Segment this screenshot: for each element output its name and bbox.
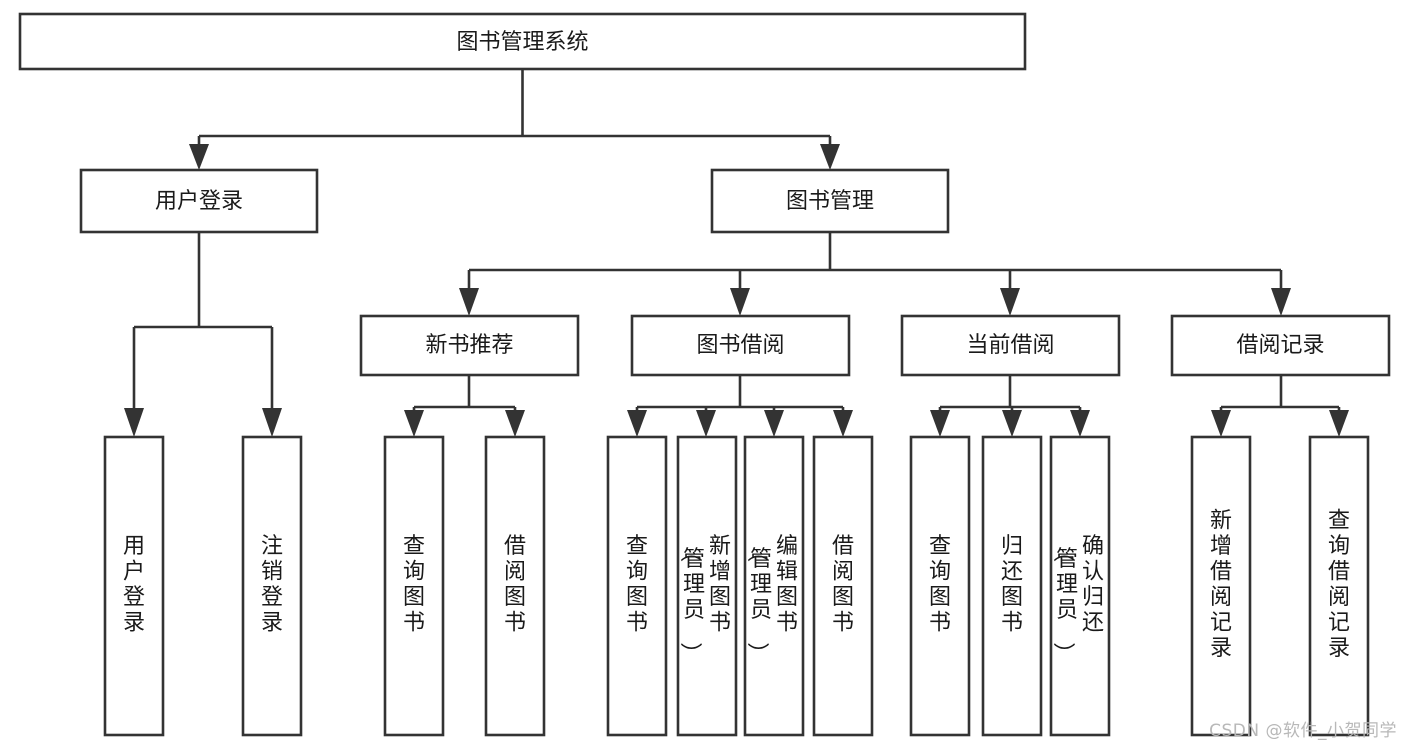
node-borrow-record[interactable]: 借阅记录 — [1170, 314, 1391, 377]
node-current-borrow[interactable]: 当前借阅 — [900, 314, 1121, 377]
leaf-leaf-edit-book-admin[interactable]: 编辑图书（管理员） — [743, 435, 805, 737]
leaf-logout-login-label-col-0: 注销登录 — [261, 534, 283, 636]
leaf-query-book-recommend-box[interactable] — [383, 435, 445, 737]
leaf-add-book-admin-label-col-0: 新增图书 — [709, 534, 731, 636]
leaf-leaf-borrow-book[interactable]: 借阅图书 — [812, 435, 874, 737]
leaf-leaf-add-book-admin[interactable]: 新增图书（管理员） — [676, 435, 738, 737]
leaf-add-borrow-record-label-col-0: 新增借阅记录 — [1210, 509, 1232, 662]
leaf-borrow-book-recommend-box[interactable] — [484, 435, 546, 737]
leaf-query-book-current-box[interactable] — [909, 435, 971, 737]
leaf-user-login-label-col-0: 用户登录 — [123, 534, 145, 636]
arrow-to-leaf-query-borrow-record — [1329, 410, 1349, 437]
new-book-recommend-label: 新书推荐 — [425, 333, 513, 358]
root-box[interactable] — [18, 12, 1027, 71]
leaf-leaf-confirm-return-admin[interactable]: 确认归还（管理员） — [1049, 435, 1111, 737]
leaf-user-login-box[interactable] — [103, 435, 165, 737]
book-management-label: 图书管理 — [786, 189, 874, 214]
arrow-to-book-management — [820, 144, 840, 170]
leaf-confirm-return-admin-box[interactable] — [1049, 435, 1111, 737]
book-borrow-box[interactable] — [630, 314, 851, 377]
arrow-to-leaf-add-book-admin — [696, 410, 716, 437]
arrow-to-leaf-borrow-book-recommend — [505, 410, 525, 437]
node-root[interactable]: 图书管理系统 — [18, 12, 1027, 71]
arrow-to-leaf-query-book-current — [930, 410, 950, 437]
connector-layer — [124, 69, 1349, 437]
node-new-book-recommend[interactable]: 新书推荐 — [359, 314, 580, 377]
leaf-edit-book-admin-label-col-1: （管理员） — [744, 540, 772, 664]
arrow-to-leaf-add-borrow-record — [1211, 410, 1231, 437]
book-management-box[interactable] — [710, 168, 950, 234]
leaf-edit-book-admin-label-col-0: 编辑图书 — [776, 534, 798, 636]
arrow-to-leaf-confirm-return-admin — [1070, 410, 1090, 437]
leaf-leaf-add-borrow-record[interactable]: 新增借阅记录 — [1190, 435, 1252, 737]
leaf-return-book-label-col-0: 归还图书 — [1001, 534, 1023, 636]
leaf-query-book-borrow-box[interactable] — [606, 435, 668, 737]
borrow-record-box[interactable] — [1170, 314, 1391, 377]
arrow-to-new-book-recommend — [459, 288, 479, 316]
leaf-logout-login-box[interactable] — [241, 435, 303, 737]
leaf-leaf-return-book[interactable]: 归还图书 — [981, 435, 1043, 737]
leaf-confirm-return-admin-label-col-0: 确认归还 — [1082, 534, 1104, 636]
leaf-leaf-query-borrow-record[interactable]: 查询借阅记录 — [1308, 435, 1370, 737]
new-book-recommend-box[interactable] — [359, 314, 580, 377]
arrow-to-borrow-record — [1271, 288, 1291, 316]
arrow-to-leaf-logout-login — [262, 408, 282, 437]
borrow-record-label: 借阅记录 — [1236, 333, 1324, 358]
arrow-to-book-borrow — [730, 288, 750, 316]
arrow-to-leaf-query-book-recommend — [404, 410, 424, 437]
leaf-query-borrow-record-box[interactable] — [1308, 435, 1370, 737]
leaf-leaf-user-login[interactable]: 用户登录 — [103, 435, 165, 737]
leaf-add-borrow-record-box[interactable] — [1190, 435, 1252, 737]
leaf-return-book-box[interactable] — [981, 435, 1043, 737]
leaf-query-book-borrow-label-col-0: 查询图书 — [626, 534, 648, 636]
arrow-to-user-login — [189, 144, 209, 170]
leaf-query-book-current-label-col-0: 查询图书 — [929, 534, 951, 636]
leaf-borrow-book-label-col-0: 借阅图书 — [832, 534, 854, 636]
current-borrow-box[interactable] — [900, 314, 1121, 377]
leaf-layer: 用户登录注销登录查询图书借阅图书查询图书新增图书（管理员）编辑图书（管理员）借阅… — [103, 435, 1370, 737]
arrow-to-current-borrow — [1000, 288, 1020, 316]
book-borrow-label: 图书借阅 — [696, 333, 784, 358]
node-user-login[interactable]: 用户登录 — [79, 168, 319, 234]
leaf-query-borrow-record-label-col-0: 查询借阅记录 — [1328, 509, 1350, 662]
arrow-to-leaf-query-book-borrow — [627, 410, 647, 437]
leaf-add-book-admin-box[interactable] — [676, 435, 738, 737]
arrow-to-leaf-edit-book-admin — [764, 410, 784, 437]
arrow-to-leaf-user-login — [124, 408, 144, 437]
leaf-confirm-return-admin-label-col-1: （管理员） — [1050, 540, 1078, 664]
root-label: 图书管理系统 — [456, 30, 588, 55]
arrow-to-leaf-borrow-book — [833, 410, 853, 437]
leaf-leaf-query-book-borrow[interactable]: 查询图书 — [606, 435, 668, 737]
leaf-leaf-query-book-recommend[interactable]: 查询图书 — [383, 435, 445, 737]
node-book-management[interactable]: 图书管理 — [710, 168, 950, 234]
leaf-leaf-logout-login[interactable]: 注销登录 — [241, 435, 303, 737]
arrow-to-leaf-return-book — [1002, 410, 1022, 437]
leaf-leaf-borrow-book-recommend[interactable]: 借阅图书 — [484, 435, 546, 737]
leaf-borrow-book-box[interactable] — [812, 435, 874, 737]
leaf-add-book-admin-label-col-1: （管理员） — [677, 540, 705, 664]
node-book-borrow[interactable]: 图书借阅 — [630, 314, 851, 377]
leaf-leaf-query-book-current[interactable]: 查询图书 — [909, 435, 971, 737]
leaf-query-book-recommend-label-col-0: 查询图书 — [403, 534, 425, 636]
leaf-edit-book-admin-box[interactable] — [743, 435, 805, 737]
leaf-borrow-book-recommend-label-col-0: 借阅图书 — [504, 534, 526, 636]
user-login-box[interactable] — [79, 168, 319, 234]
user-login-label: 用户登录 — [155, 189, 243, 214]
current-borrow-label: 当前借阅 — [966, 333, 1054, 358]
csdn-watermark: CSDN @软件_小贺同学 — [1209, 721, 1397, 741]
